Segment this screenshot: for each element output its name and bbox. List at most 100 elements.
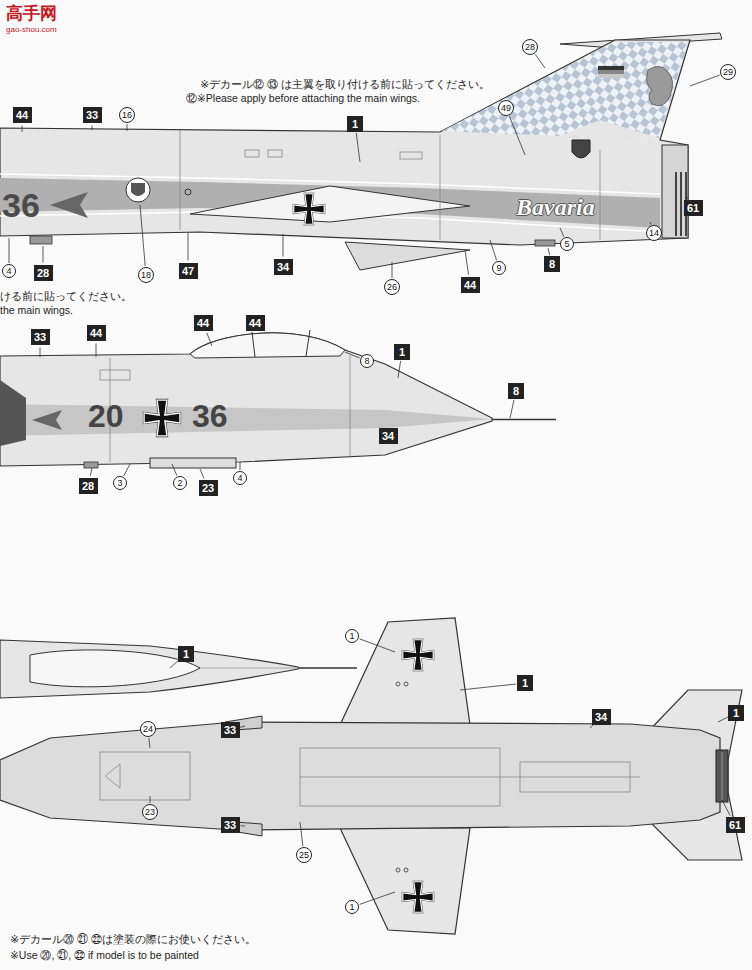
boxed-callout: 28 bbox=[34, 265, 53, 281]
boxed-callout: 33 bbox=[83, 107, 102, 123]
forward-fuselage-side-view bbox=[306, 330, 310, 356]
callout-number: 61 bbox=[729, 820, 741, 831]
boxed-callout: 1 bbox=[394, 344, 410, 360]
circled-callout: 8 bbox=[360, 354, 374, 368]
callout-number: 34 bbox=[382, 431, 394, 442]
circled-callout: 29 bbox=[720, 64, 736, 80]
circled-callout: 16 bbox=[119, 107, 135, 123]
underside-plan-view bbox=[200, 668, 298, 669]
boxed-callout: 61 bbox=[684, 200, 703, 216]
tail-lettering: Bavaria bbox=[516, 194, 595, 222]
callout-number: 25 bbox=[299, 851, 309, 860]
boxed-callout: 47 bbox=[179, 263, 198, 279]
underside-plan-view bbox=[300, 777, 640, 778]
callout-number: 33 bbox=[34, 332, 46, 343]
callout-number: 44 bbox=[197, 318, 209, 329]
boxed-callout: 61 bbox=[726, 817, 745, 833]
leader-line bbox=[240, 726, 245, 727]
leader-line bbox=[510, 400, 514, 418]
leader-line bbox=[207, 333, 212, 346]
rear-fuselage-side-view bbox=[185, 189, 191, 195]
callout-number: 34 bbox=[595, 712, 607, 723]
leader-line bbox=[686, 196, 688, 199]
callout-number: 14 bbox=[649, 229, 659, 238]
underside-plan-view bbox=[396, 682, 400, 686]
leader-line bbox=[43, 246, 44, 263]
forward-fuselage-side-view bbox=[0, 404, 492, 436]
callout-number: 8 bbox=[364, 357, 369, 366]
leader-line bbox=[345, 352, 360, 358]
rear-fuselage-side-view bbox=[400, 152, 422, 159]
forward-fuselage-side-view bbox=[350, 355, 351, 458]
underside-plan-view bbox=[404, 868, 408, 872]
leader-line bbox=[360, 892, 395, 904]
circled-callout: 18 bbox=[138, 267, 154, 283]
leader-line bbox=[150, 796, 151, 803]
decal-note: the main wings. bbox=[0, 304, 73, 316]
boxed-callout: 28 bbox=[79, 478, 98, 494]
leader-line bbox=[9, 238, 10, 263]
leader-line bbox=[360, 639, 396, 652]
callout-number: 47 bbox=[182, 266, 194, 277]
forward-fuselage-side-view bbox=[0, 380, 26, 446]
boxed-callout: 8 bbox=[508, 383, 524, 399]
painting-note: ※Use ⑳, ㉑, ㉒ if model is to be painted bbox=[10, 949, 199, 961]
circled-callout: 4 bbox=[2, 264, 16, 278]
underside-plan-view bbox=[403, 640, 432, 669]
aircraft-number: 36 bbox=[192, 398, 228, 435]
rear-fuselage-side-view bbox=[675, 172, 677, 236]
underside-plan-view bbox=[0, 618, 742, 934]
boxed-callout: 44 bbox=[194, 315, 213, 331]
leader-line bbox=[535, 54, 545, 68]
leader-line bbox=[127, 124, 128, 131]
rear-fuselage-side-view bbox=[560, 120, 659, 138]
rear-fuselage-side-view bbox=[0, 33, 722, 270]
rear-fuselage-side-view bbox=[126, 178, 150, 202]
rear-fuselage-side-view bbox=[245, 150, 259, 157]
circled-callout: 1 bbox=[345, 900, 359, 914]
leader-line bbox=[140, 205, 145, 266]
rear-fuselage-side-view bbox=[662, 145, 688, 238]
leader-line bbox=[490, 240, 497, 260]
boxed-callout: 23 bbox=[199, 480, 218, 496]
leader-line bbox=[722, 800, 730, 816]
callout-number: 33 bbox=[224, 820, 236, 831]
boxed-callout: 33 bbox=[221, 817, 240, 833]
underside-plan-view bbox=[0, 640, 298, 698]
underside-plan-view bbox=[404, 682, 408, 686]
callout-number: 16 bbox=[122, 111, 132, 120]
leader-line bbox=[356, 133, 360, 162]
boxed-callout: 34 bbox=[379, 428, 398, 444]
leader-line bbox=[241, 825, 246, 826]
callout-number: 44 bbox=[90, 328, 102, 339]
underside-plan-view bbox=[403, 882, 432, 911]
leader-line bbox=[509, 116, 525, 155]
callout-number: 33 bbox=[224, 725, 236, 736]
callout-number: 5 bbox=[564, 240, 569, 249]
rear-fuselage-side-view bbox=[294, 194, 323, 223]
leader-line bbox=[124, 464, 130, 476]
callout-number: 1 bbox=[349, 903, 354, 912]
callout-number: 4 bbox=[6, 267, 11, 276]
circled-callout: 23 bbox=[142, 804, 158, 820]
underside-plan-view bbox=[722, 752, 723, 800]
underside-plan-view bbox=[105, 764, 120, 788]
circled-callout: 26 bbox=[384, 279, 400, 295]
leader-line bbox=[96, 344, 97, 358]
aircraft-number: 20 bbox=[88, 398, 124, 435]
boxed-callout: 44 bbox=[87, 325, 106, 341]
boxed-callout: 33 bbox=[31, 329, 50, 345]
underside-plan-view bbox=[716, 750, 728, 802]
leader-line bbox=[690, 75, 720, 86]
rear-fuselage-side-view bbox=[535, 240, 555, 246]
leader-line bbox=[650, 222, 652, 225]
leader-line bbox=[718, 717, 728, 722]
rear-fuselage-side-view bbox=[50, 192, 88, 218]
boxed-callout: 34 bbox=[592, 709, 611, 725]
callout-number: 28 bbox=[525, 43, 535, 52]
circled-callout: 24 bbox=[140, 721, 156, 737]
callout-number: 24 bbox=[143, 725, 153, 734]
painting-note: ※デカール⑳ ㉑ ㉒は塗装の際にお使いください。 bbox=[10, 933, 256, 946]
callout-number: 61 bbox=[687, 203, 699, 214]
circled-callout: 2 bbox=[173, 476, 187, 490]
